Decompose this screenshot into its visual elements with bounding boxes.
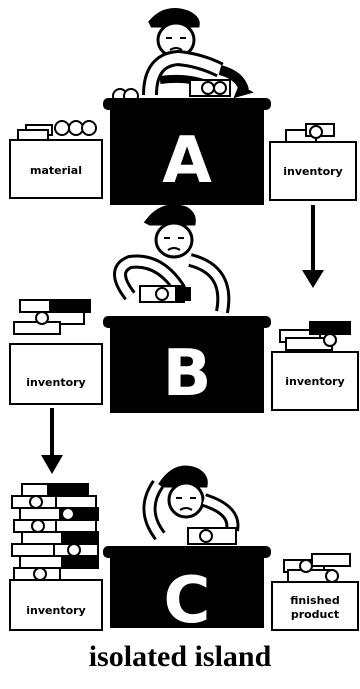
inventory-bin-a-label: inventory bbox=[283, 165, 342, 178]
finished-product-label-line2: product bbox=[291, 608, 339, 621]
finished-product-label-line1: finished bbox=[290, 594, 339, 607]
flow-arrowhead-b-to-c bbox=[41, 455, 63, 474]
diagram-caption: isolated island bbox=[0, 640, 360, 674]
station-c: C inventory bbox=[10, 467, 358, 638]
inventory-bin-b-right bbox=[272, 322, 358, 410]
inventory-bin-b-left-label: inventory bbox=[26, 376, 85, 389]
material-bin bbox=[10, 121, 102, 198]
desk-letter-b: B bbox=[163, 337, 212, 411]
flow-arrowhead-a-to-b bbox=[302, 270, 324, 288]
parts-on-desk-b bbox=[140, 286, 190, 302]
inventory-bin-c-left-label: inventory bbox=[26, 604, 85, 617]
desk-letter-a: A bbox=[162, 124, 212, 198]
station-a: A material inventory bbox=[10, 10, 356, 205]
station-b: B inventory inventory bbox=[10, 206, 358, 413]
inventory-bin-a bbox=[270, 124, 356, 200]
inventory-bin-b-right-label: inventory bbox=[285, 375, 344, 388]
parts-on-desk-c bbox=[188, 528, 236, 544]
material-bin-label: material bbox=[30, 164, 82, 177]
worker-c-icon bbox=[149, 467, 232, 536]
desk-letter-c: C bbox=[164, 564, 211, 638]
